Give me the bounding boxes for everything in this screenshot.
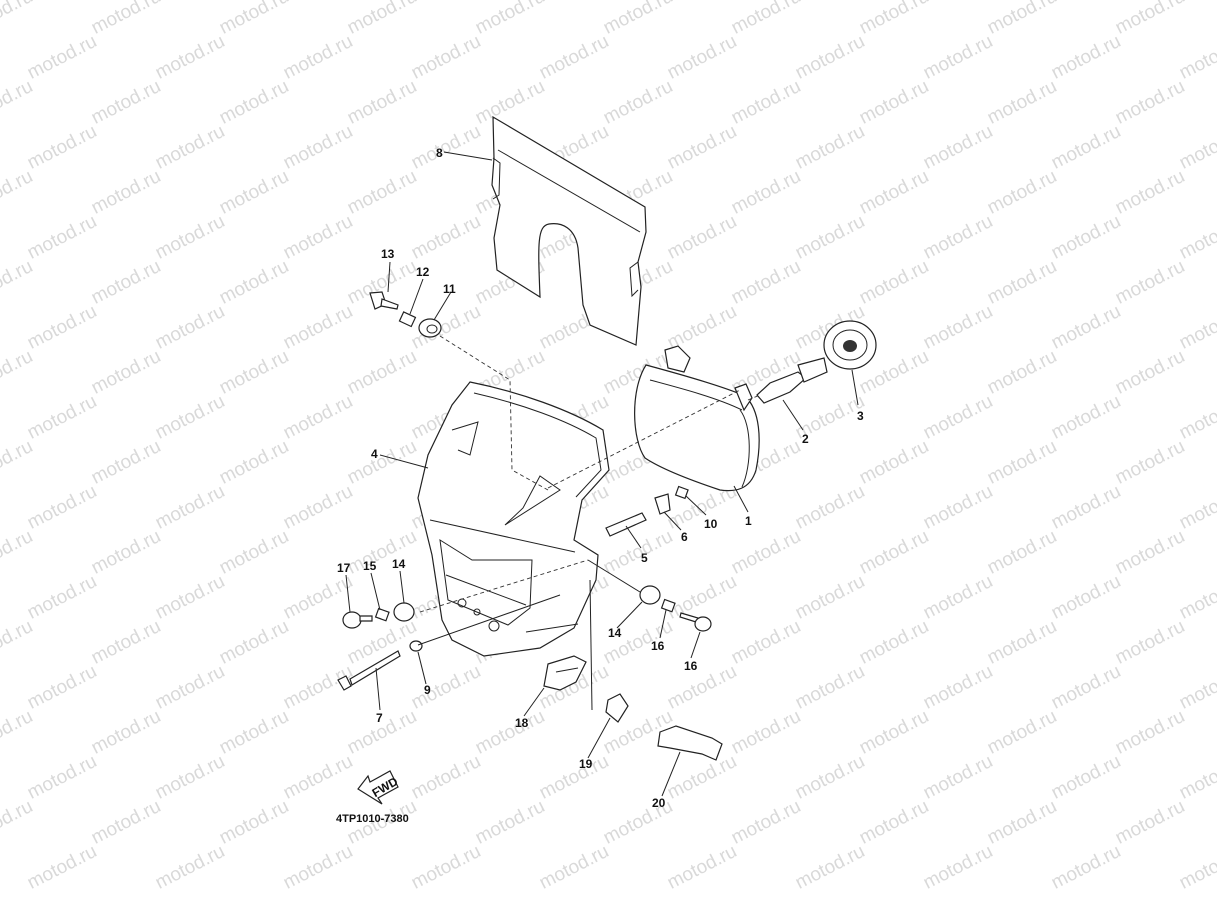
leader-lines [345,151,859,797]
part-15-collar-right [660,598,676,613]
callout-10: 10 [704,517,718,531]
part-20-clamp-band [657,725,723,761]
callout-15-right: 16 [651,639,665,653]
callout-12: 12 [416,265,430,279]
callout-13: 13 [381,247,395,261]
callout-17: 17 [337,561,351,575]
part-10-cap [674,485,689,500]
part-18-bracket [543,655,587,691]
part-11-grommet [418,318,442,338]
callout-7: 7 [376,711,383,725]
fwd-arrow-icon: FWD [357,770,401,805]
fwd-label: FWD [370,774,401,800]
part-7-long-bolt [337,650,401,691]
callout-20: 20 [652,796,666,810]
callout-4: 4 [371,447,378,461]
part-2-bulb [756,357,828,404]
part-8-cover-plate [491,115,647,346]
callout-11: 11 [443,282,456,296]
callout-18: 18 [515,716,529,730]
callout-19: 19 [579,757,593,771]
callout-16: 16 [684,659,698,673]
part-1-headlight-body [634,345,761,492]
part-14-grommet-right [639,585,661,605]
callout-14-right: 14 [608,626,622,640]
assembly-lines [417,335,741,711]
part-14-grommet-left [393,602,415,622]
callout-9: 9 [424,683,431,697]
part-16-screw [679,612,712,632]
part-13-bolt [369,291,399,310]
callout-8: 8 [436,146,443,160]
part-6-nut [654,493,671,515]
callout-1: 1 [745,514,752,528]
callout-3: 3 [857,409,864,423]
callout-2: 2 [802,432,809,446]
callout-15-left: 15 [363,559,377,573]
callout-14-left: 14 [392,557,406,571]
part-3-socket-cap [823,320,877,370]
part-17-screw [342,611,373,629]
part-19-clip [605,693,629,723]
part-9-washer [409,640,423,652]
part-12-collar [398,311,417,328]
diagram-code: 4TP1010-7380 [336,813,409,825]
callout-labels: 8 13 12 11 4 1 2 3 5 6 10 17 15 14 14 16… [336,146,864,825]
callout-6: 6 [681,530,688,544]
part-4-headlight-cover [417,381,610,657]
callout-5: 5 [641,551,648,565]
part-5-spring-screw [605,512,647,537]
part-15-collar-left [374,607,390,622]
